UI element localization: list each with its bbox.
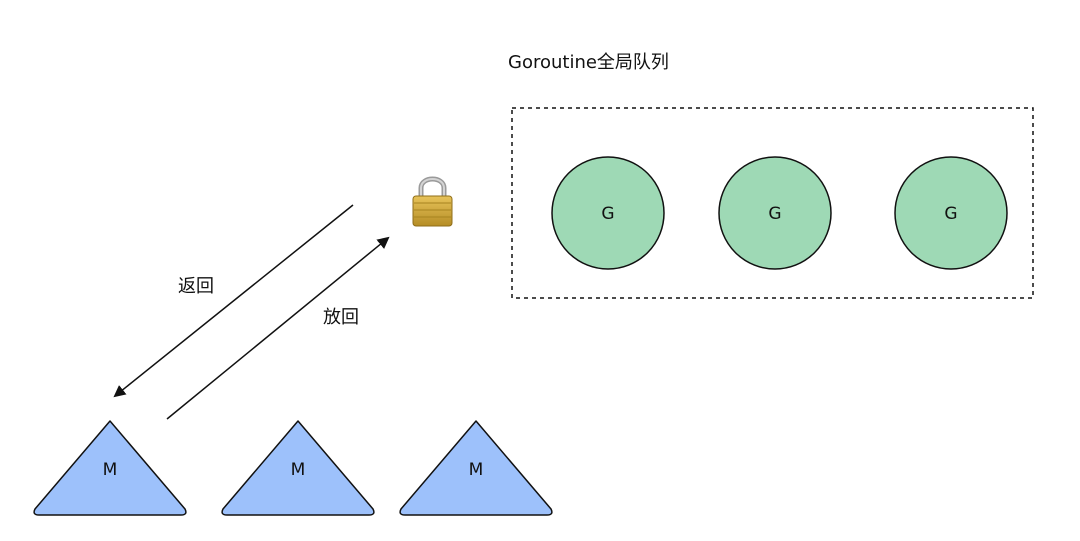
machine-label: M bbox=[469, 460, 484, 480]
goroutine-circle bbox=[718, 156, 832, 270]
machine-triangle bbox=[33, 420, 187, 516]
goroutine-circle bbox=[894, 156, 1008, 270]
goroutine-label: G bbox=[944, 204, 957, 224]
goroutine-label: G bbox=[601, 204, 614, 224]
goroutine-label: G bbox=[768, 204, 781, 224]
machine-node: M bbox=[33, 420, 187, 516]
machine-triangle bbox=[221, 420, 375, 516]
put-back-arrow bbox=[166, 236, 390, 420]
queue-title: Goroutine全局队列 bbox=[508, 52, 669, 73]
goroutine-node: G bbox=[551, 156, 665, 270]
return-label: 返回 bbox=[178, 276, 214, 297]
machine-label: M bbox=[103, 460, 118, 480]
goroutine-node: G bbox=[718, 156, 832, 270]
goroutine-circle bbox=[551, 156, 665, 270]
return-arrow bbox=[113, 204, 354, 398]
machine-label: M bbox=[291, 460, 306, 480]
put-back-label: 放回 bbox=[323, 307, 359, 328]
machine-triangle bbox=[399, 420, 553, 516]
machine-node: M bbox=[399, 420, 553, 516]
padlock-icon bbox=[412, 176, 453, 227]
global-queue-box bbox=[511, 107, 1034, 299]
machine-node: M bbox=[221, 420, 375, 516]
goroutine-node: G bbox=[894, 156, 1008, 270]
